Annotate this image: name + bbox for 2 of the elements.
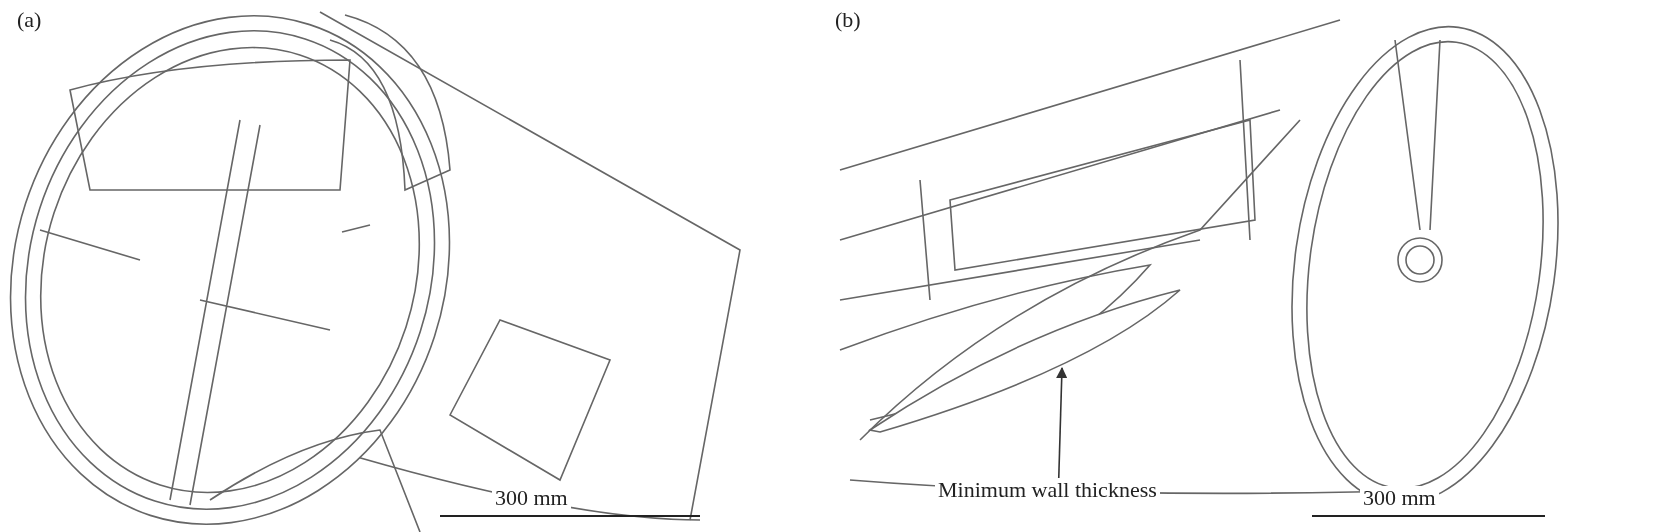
leader-arrow bbox=[1056, 366, 1068, 479]
thin-wall-part bbox=[869, 289, 1181, 433]
